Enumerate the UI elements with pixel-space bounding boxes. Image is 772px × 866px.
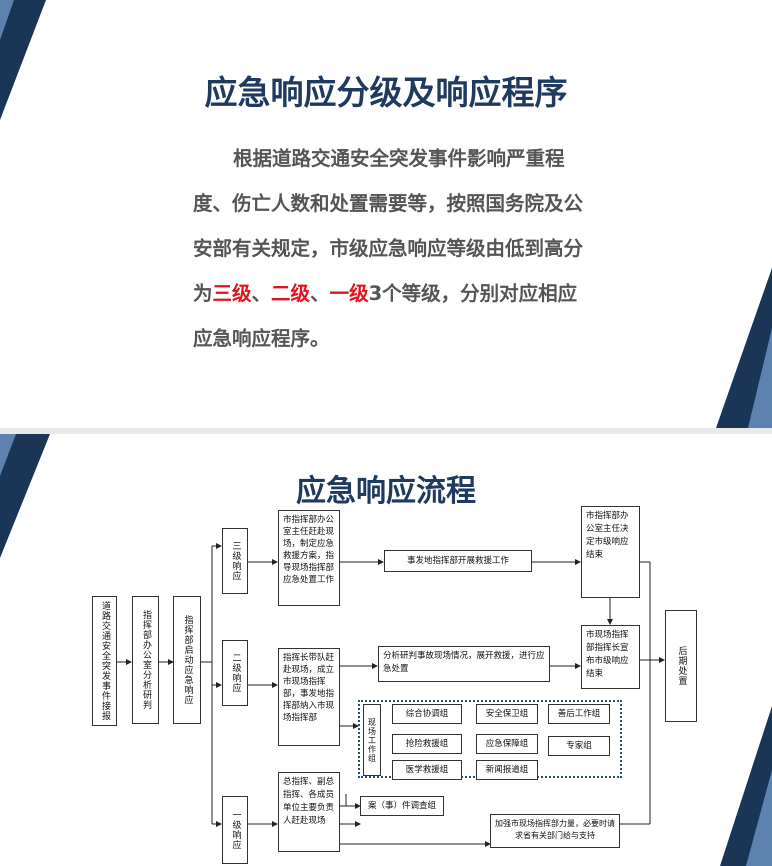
group-box: 新闻报道组 [476,760,538,780]
flow-box-analyze: 指挥部办公室分析研判 [132,596,159,724]
group-box: 抢险救援组 [392,734,462,754]
group-box: 善后工作组 [548,704,610,724]
flow-title: 应急响应流程 [296,474,476,509]
flow-box-investigation: 案（事）件调查组 [360,796,444,816]
level-three-highlight: 三级 [212,282,252,305]
group-box: 医学救援组 [392,760,462,780]
corner-decoration-top-left [0,0,46,120]
flow-box-l2-action: 指挥长带队赶赴现场，成立市现场指挥部，事发地指挥部纳入市现场指挥部 [278,648,340,746]
level-two-highlight: 二级 [271,282,311,305]
body-paragraph: 根据道路交通安全突发事件影响严重程度、伤亡人数和处置需要等，按照国务院及公安部有… [193,136,585,361]
flow-box-level-three: 三级响应 [222,528,248,594]
flow-box-level-one: 一级响应 [222,796,248,864]
flow-box-l2-analysis: 分析研判事故现场情况，展开救援，进行应急处置 [378,646,550,682]
paragraph-end: 3个等级，分别对应相应应急响应程序。 [193,282,578,350]
corner-decoration-bottom-right [720,706,772,866]
separator: 、 [310,282,330,305]
flow-box-l2-end: 市现场指挥部指挥长宣布市级响应结束 [581,625,640,689]
flow-box-l3-rescue: 事发地指挥部开展救援工作 [384,550,532,572]
paragraph-intro: 根据道路交通安全突发事件影响严重程度、伤亡人数和处置需要等，按照国务院及公安部有… [193,147,584,305]
flow-box-l3-end: 市指挥部办公室主任决定市级响应结束 [581,506,640,598]
flow-connectors [117,543,665,847]
flow-box-l3-action: 市指挥部办公室主任赶赴现场，制定应急救援方案，指导现场指挥部应急处置工作 [278,510,340,606]
group-box: 专家组 [548,736,610,756]
group-box: 应急保障组 [476,734,538,754]
flow-box-start-response: 指挥部启动应急响应 [173,596,201,724]
flow-box-l1-action: 总指挥、副总指挥、各成员单位主要负责人赶赴现场 [278,772,340,852]
slide-response-flow: 应急响应流程 [0,434,772,866]
level-one-highlight: 一级 [329,282,369,305]
page-title: 应急响应分级及响应程序 [204,73,568,112]
group-box: 综合协调组 [392,704,462,724]
flow-box-report: 道路交通安全突发事件接报 [92,596,117,726]
flow-box-reinforce: 加强市现场指挥部力量，必要时请求省有关部门给与支持 [490,814,620,848]
flow-box-aftermath: 后期处置 [665,610,697,722]
corner-decoration-top-left [0,434,50,558]
separator: 、 [251,282,272,305]
group-box: 安全保卫组 [476,704,538,724]
flow-box-field-group: 现场工作组 [363,704,381,776]
slide-response-levels: 应急响应分级及响应程序 根据道路交通安全突发事件影响严重程度、伤亡人数和处置需要… [0,0,772,428]
corner-decoration-bottom-right [716,268,772,428]
flow-box-level-two: 二级响应 [222,640,248,706]
